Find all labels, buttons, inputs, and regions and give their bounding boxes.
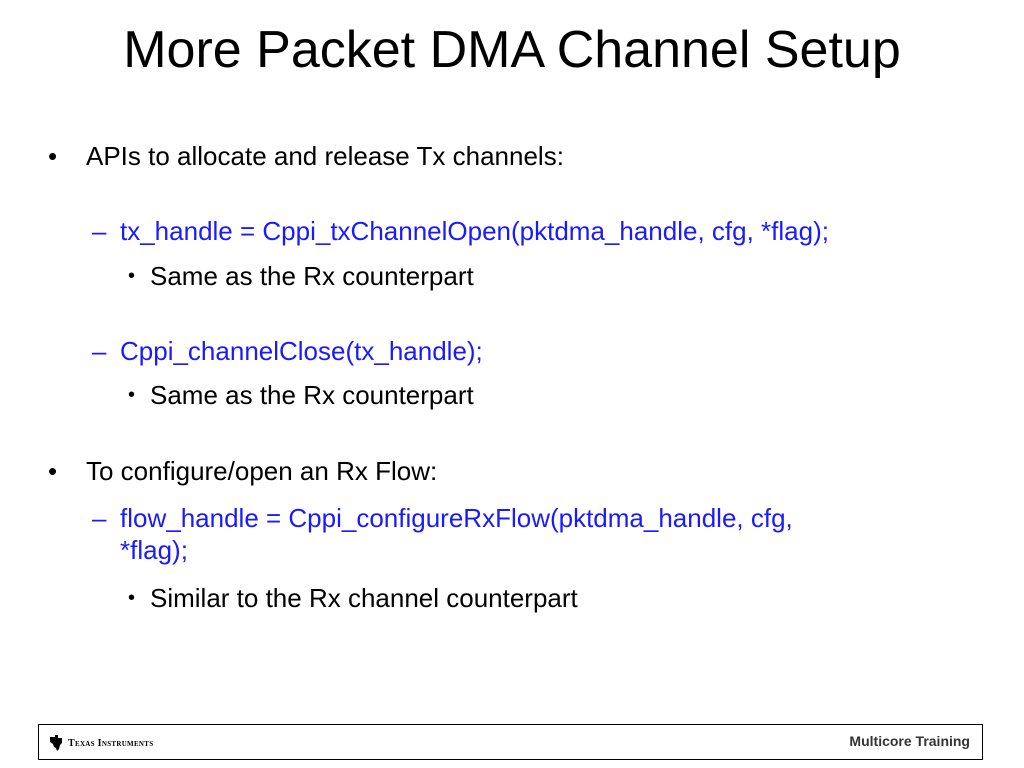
note-text: Same as the Rx counterpart (150, 261, 474, 291)
bullet-configure-rx-flow: • To configure/open an Rx Flow: (48, 455, 438, 487)
bullet-marker: • (128, 265, 136, 287)
sub-bullet-configure-rx-flow: – flow_handle = Cppi_configureRxFlow(pkt… (92, 502, 793, 534)
code-text-line1: flow_handle = Cppi_configureRxFlow(pktdm… (120, 503, 793, 533)
dash-marker: – (92, 216, 107, 246)
sub-bullet-configure-rx-flow-continuation: *flag); (120, 534, 188, 566)
code-text-line2: *flag); (120, 535, 188, 565)
ti-logo: Texas Instruments (49, 734, 153, 752)
ti-state-logo-icon (50, 735, 62, 751)
ti-logo-text: Texas Instruments (68, 737, 154, 749)
sub-bullet-tx-channel-open: – tx_handle = Cppi_txChannelOpen(pktdma_… (92, 215, 829, 247)
bullet-text: To configure/open an Rx Flow: (86, 456, 438, 486)
note-same-as-rx-1: • Same as the Rx counterpart (128, 260, 474, 292)
bullet-marker: • (128, 587, 136, 609)
slide-body: • APIs to allocate and release Tx channe… (48, 140, 829, 614)
bullet-marker: • (48, 141, 58, 171)
sub-bullet-channel-close: – Cppi_channelClose(tx_handle); (92, 335, 483, 367)
code-text: Cppi_channelClose(tx_handle); (120, 336, 483, 366)
bullet-marker: • (128, 384, 136, 406)
note-similar-rx-channel: • Similar to the Rx channel counterpart (128, 582, 578, 614)
bullet-text: APIs to allocate and release Tx channels… (86, 141, 564, 171)
bullet-apis-tx-channels: • APIs to allocate and release Tx channe… (48, 140, 564, 172)
slide-title: More Packet DMA Channel Setup (123, 21, 901, 79)
bullet-marker: • (48, 456, 58, 486)
note-text: Similar to the Rx channel counterpart (150, 583, 578, 613)
dash-marker: – (92, 336, 107, 366)
note-text: Same as the Rx counterpart (150, 380, 474, 410)
footer-bar: Texas Instruments Multicore Training (38, 724, 983, 760)
footer-title: Multicore Training (849, 733, 970, 749)
note-same-as-rx-2: • Same as the Rx counterpart (128, 379, 474, 411)
dash-marker: – (92, 503, 107, 533)
code-text: tx_handle = Cppi_txChannelOpen(pktdma_ha… (120, 216, 829, 246)
